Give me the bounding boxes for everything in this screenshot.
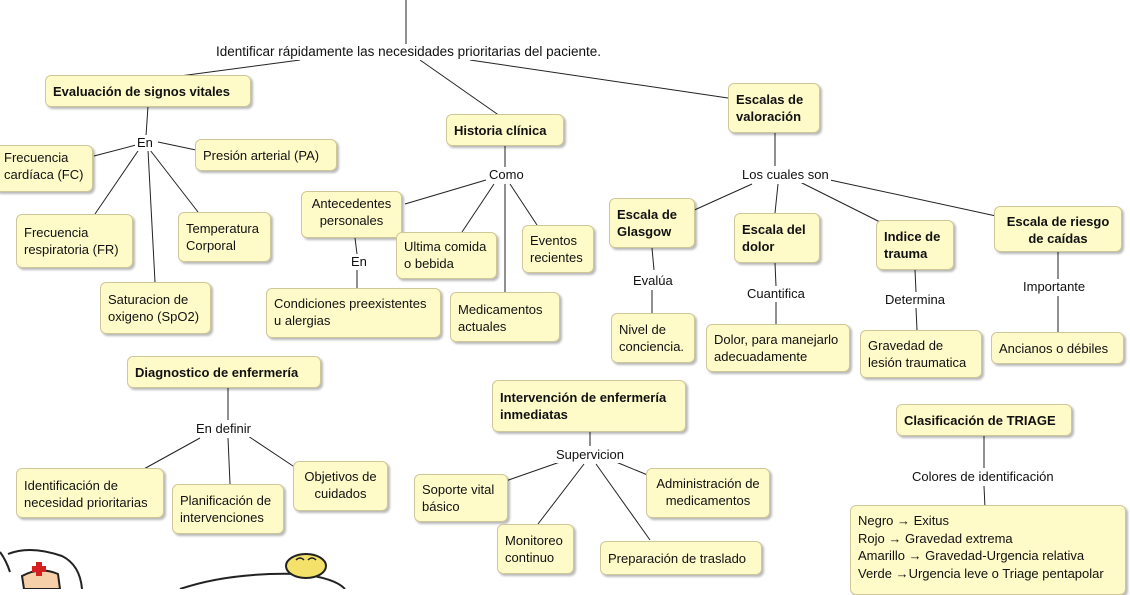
connector-line <box>914 269 917 293</box>
connector-line <box>354 237 358 255</box>
heart-rate-node[interactable]: Frecuencia cardíaca (FC) <box>0 145 93 192</box>
basic-life-support-node[interactable]: Soporte vital básico <box>414 474 508 522</box>
intervention-planning-node[interactable]: Planificación de intervenciones <box>172 484 284 534</box>
connector-line <box>461 183 495 233</box>
connector-line <box>419 59 501 117</box>
connector-line <box>469 59 729 99</box>
nursing-diagnosis-node[interactable]: Diagnostico de enfermería <box>127 356 321 388</box>
care-goals-node[interactable]: Objetivos de cuidados <box>293 461 388 511</box>
connector-line <box>799 181 881 223</box>
blood-pressure-node[interactable]: Presión arterial (PA) <box>195 139 337 171</box>
glasgow-scale-node[interactable]: Escala de Glasgow <box>609 198 695 248</box>
connector-line <box>651 247 655 271</box>
connector-line <box>509 183 538 226</box>
immediate-intervention-node[interactable]: Intervención de enfermería inmediatas <box>492 380 686 432</box>
triage-node[interactable]: Clasificación de TRIAGE <box>896 404 1072 436</box>
pain-management-node[interactable]: Dolor, para manejarlo adecuadamente <box>706 324 850 372</box>
cartoon-nurse-icon <box>0 549 83 589</box>
needs-identification-node[interactable]: Identificación de necesidad prioritarias <box>16 468 164 518</box>
consciousness-level-node[interactable]: Nivel de conciencia. <box>611 313 695 363</box>
connector-line <box>615 461 651 477</box>
connector-line <box>157 141 197 151</box>
respiratory-rate-node[interactable]: Frecuencia respiratoria (FR) <box>16 214 133 268</box>
triage-colors-node[interactable]: Negro → Exitus Rojo → Gravedad extrema A… <box>850 505 1126 595</box>
trauma-index-link-label: Determina <box>883 292 947 308</box>
last-meal-node[interactable]: Ultima comida o bebida <box>396 232 497 279</box>
connector-line <box>829 179 997 217</box>
connector-line <box>141 437 201 471</box>
trauma-index-node[interactable]: Indice de trauma <box>876 220 954 270</box>
connector-line <box>93 144 137 157</box>
connector-line <box>915 307 918 331</box>
current-medications-node[interactable]: Medicamentos actuales <box>450 292 560 342</box>
pain-scale-link-label: Cuantifica <box>745 286 807 302</box>
connector-line <box>774 262 777 287</box>
connector-line <box>247 435 297 469</box>
intervention-link-label: Supervicion <box>554 447 626 463</box>
connector-line <box>537 463 585 525</box>
medication-administration-node[interactable]: Administración de medicamentos <box>646 468 770 518</box>
personal-history-link-label: En <box>349 254 369 270</box>
connector-line <box>983 485 986 509</box>
connector-line <box>149 149 199 213</box>
connector-line <box>147 149 156 283</box>
cartoon-character-icon <box>179 553 346 589</box>
vital-signs-link-label: En <box>135 135 155 151</box>
connector-line <box>595 463 651 541</box>
connector-line <box>499 461 561 484</box>
fall-risk-link-label: Importante <box>1021 279 1088 295</box>
assessment-scales-link-label: Los cuales son <box>740 167 831 183</box>
oxygen-saturation-node[interactable]: Saturacion de oxigeno (SpO2) <box>100 282 211 334</box>
elderly-weak-node[interactable]: Ancianos o débiles <box>991 332 1124 364</box>
temperature-node[interactable]: Temperatura Corporal <box>178 212 271 262</box>
triage-link-label: Colores de identificación <box>910 469 1056 485</box>
recent-events-node[interactable]: Eventos recientes <box>522 225 594 273</box>
connector-line <box>689 183 753 213</box>
pain-scale-node[interactable]: Escala del dolor <box>734 213 820 263</box>
connector-line <box>227 437 231 485</box>
root-label: Identificar rápidamente las necesidades … <box>214 44 603 60</box>
connector-line <box>94 147 141 215</box>
personal-history-node[interactable]: Antecedentes personales <box>301 191 402 238</box>
connector-line <box>774 183 779 214</box>
continuous-monitoring-node[interactable]: Monitoreo continuo <box>497 524 574 574</box>
preexisting-conditions-node[interactable]: Condiciones preexistentes u alergias <box>266 288 441 338</box>
clinical-history-link-label: Como <box>487 167 526 183</box>
vital-signs-node[interactable]: Evaluación de signos vitales <box>45 75 251 107</box>
nursing-diagnosis-link-label: En definir <box>194 421 253 437</box>
assessment-scales-node[interactable]: Escalas de valoración <box>728 83 820 133</box>
clinical-history-node[interactable]: Historia clínica <box>446 114 564 146</box>
glasgow-link-label: Evalúa <box>631 273 675 289</box>
connector-line <box>404 179 487 205</box>
fall-risk-scale-node[interactable]: Escala de riesgo de caídas <box>994 206 1122 252</box>
trauma-severity-node[interactable]: Gravedad de lesión traumatica <box>860 330 982 378</box>
transfer-preparation-node[interactable]: Preparación de traslado <box>600 541 762 575</box>
connector-line <box>145 105 149 137</box>
